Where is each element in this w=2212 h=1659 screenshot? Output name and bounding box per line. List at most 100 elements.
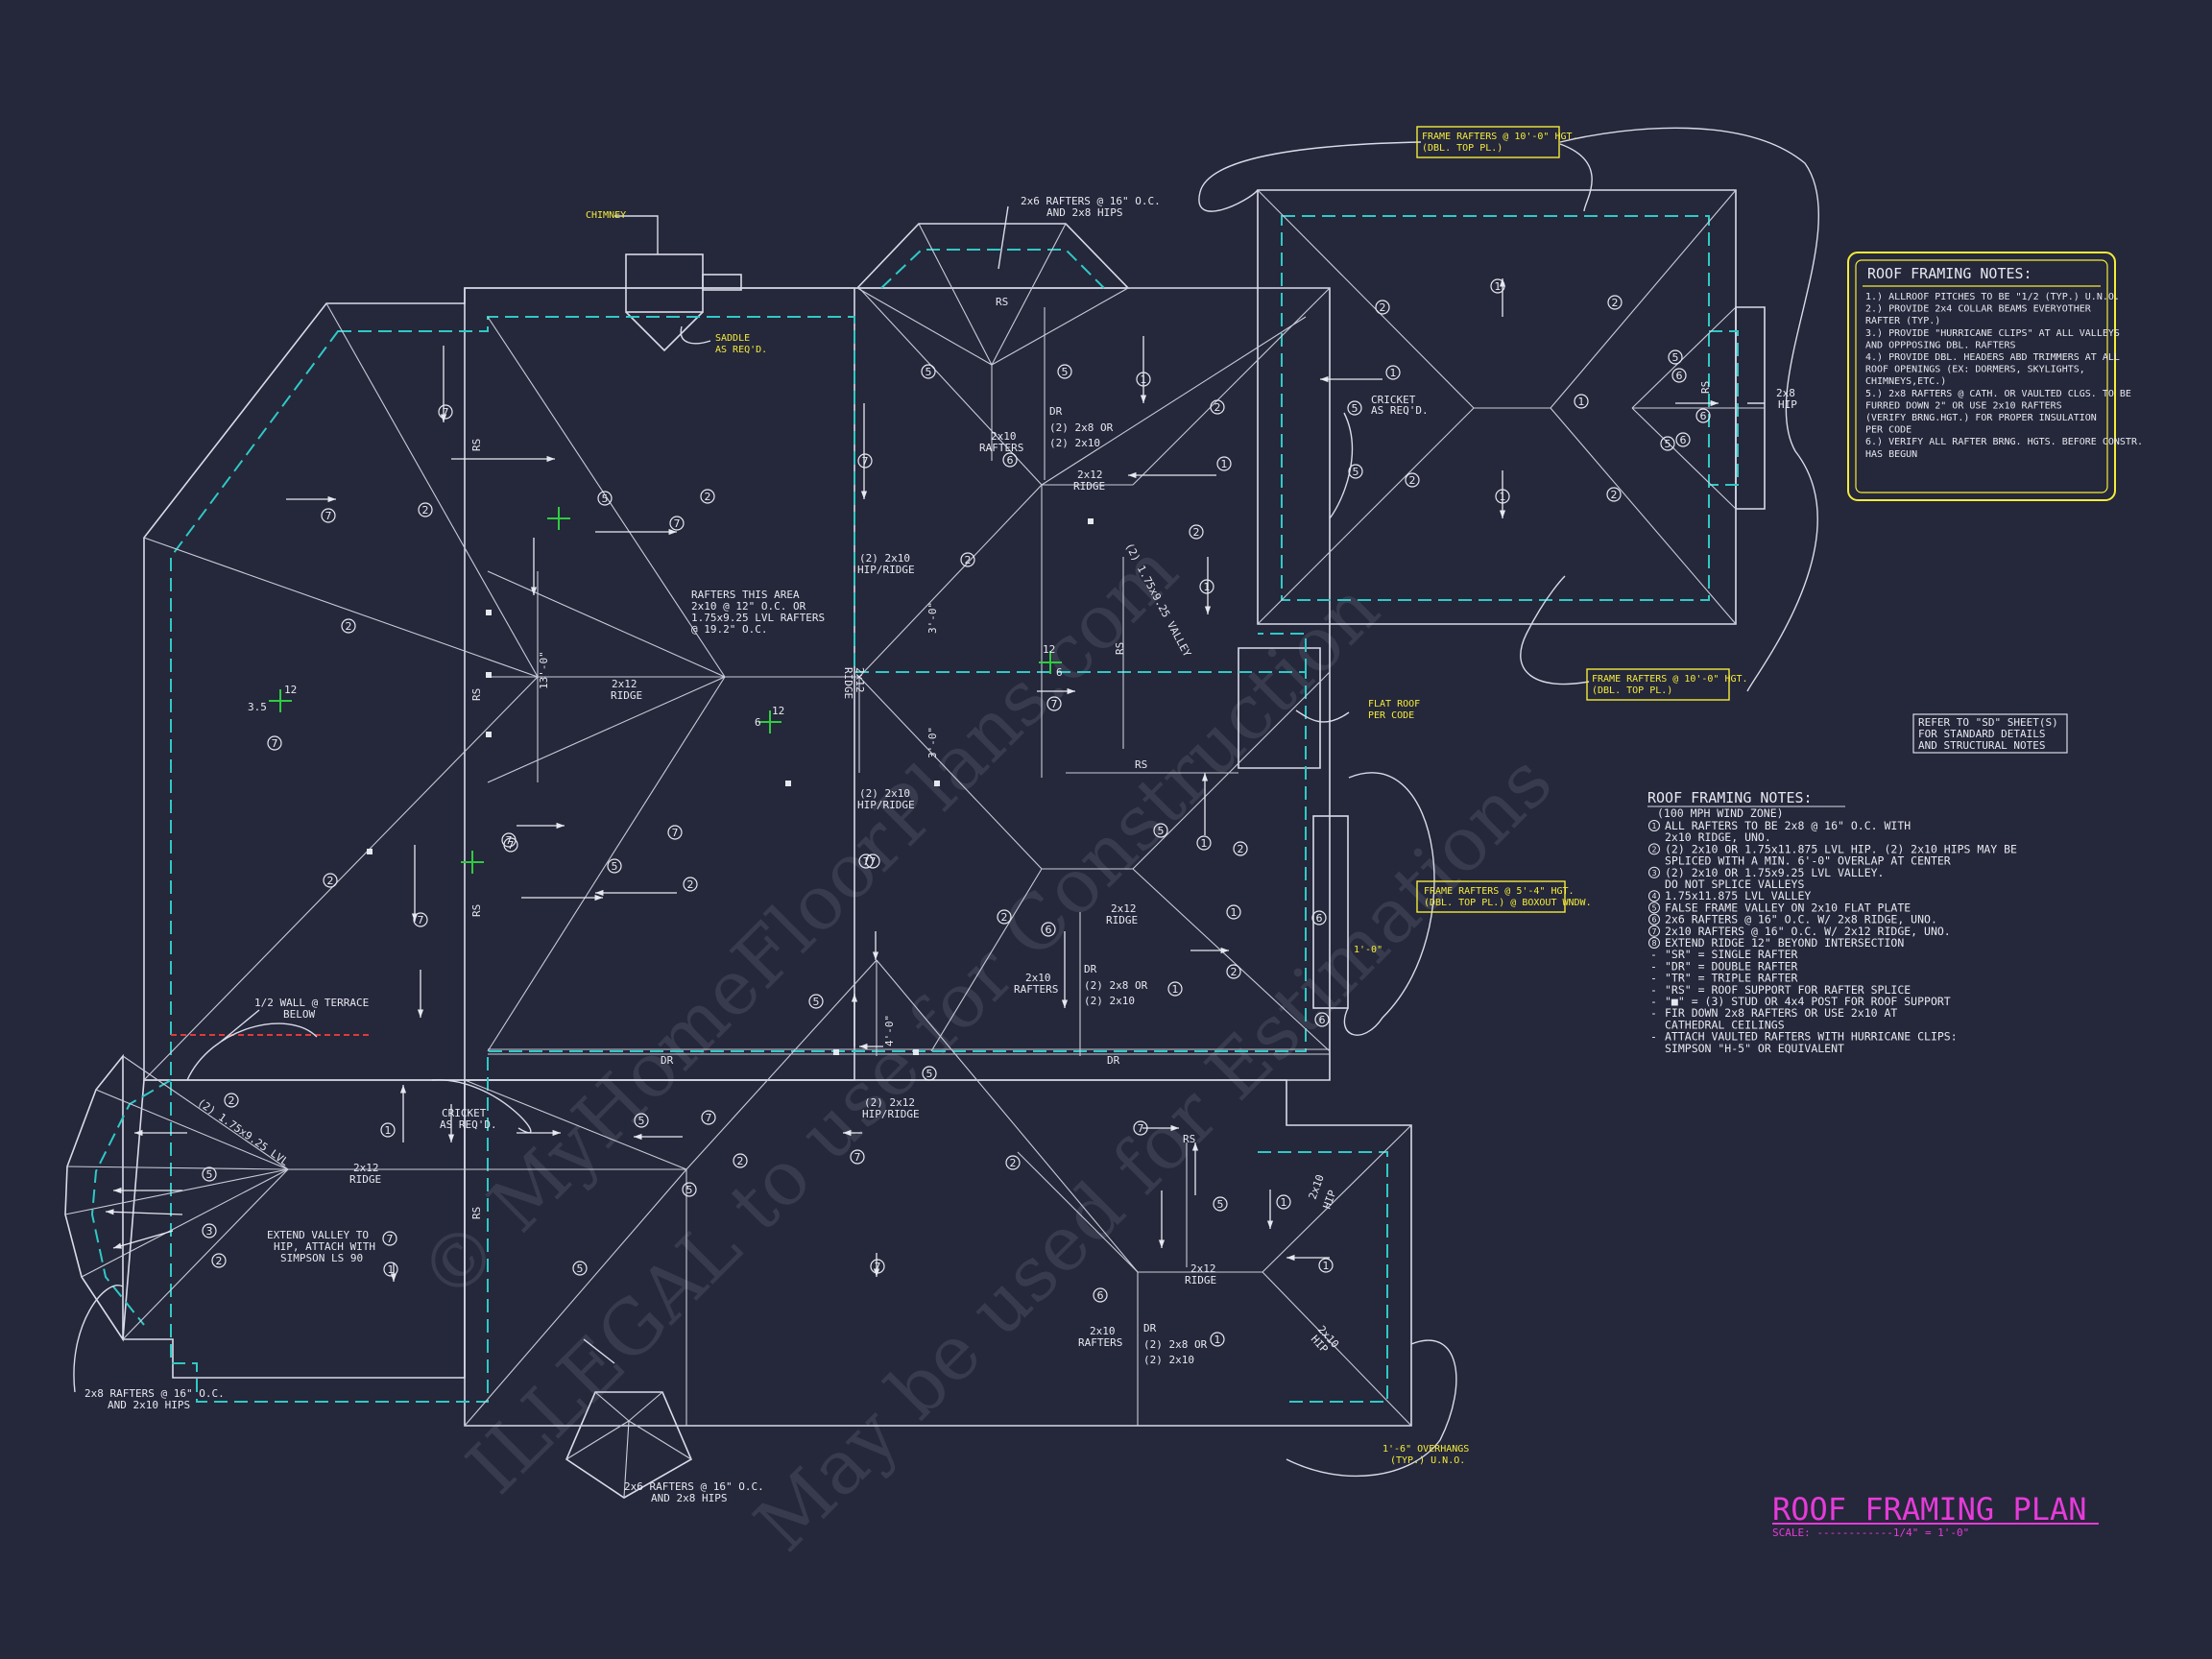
post-marker — [913, 1049, 919, 1055]
chimney-flue — [702, 274, 742, 291]
cloud-leader — [1559, 143, 1593, 212]
hip-line — [1262, 1124, 1412, 1273]
rafters-label: 2x10 — [1090, 1325, 1116, 1337]
direction-arrow — [112, 1230, 174, 1249]
rs-marker: RS — [1135, 758, 1147, 771]
hip-line — [143, 676, 539, 1081]
notes-box-item: PER CODE — [1865, 425, 1911, 436]
pitch-symbol: 6 12 — [755, 705, 784, 733]
note-marker: 2 — [1189, 524, 1204, 540]
turret-ray — [95, 1089, 289, 1170]
lvl-left-label: (2) 1.75x9.25 LVL — [195, 1096, 291, 1168]
frame-rafters-mid-label: (DBL. TOP PL.) — [1592, 685, 1672, 696]
note-marker: 1 — [1199, 579, 1214, 594]
svg-text:2: 2 — [346, 620, 352, 633]
rafters-area-label: 1.75x9.25 LVL RAFTERS — [691, 612, 825, 624]
svg-text:1: 1 — [1578, 396, 1585, 408]
svg-text:FIR DOWN 2x8 RAFTERS OR USE 2x: FIR DOWN 2x8 RAFTERS OR USE 2x10 AT — [1665, 1006, 1897, 1020]
dormer-hip — [991, 223, 1067, 366]
bottom-bay-outline — [565, 1391, 693, 1499]
flat-roof-wall-line — [1258, 633, 1307, 672]
extend-valley-label: EXTEND VALLEY TO — [267, 1229, 369, 1241]
refer-note: REFER TO "SD" SHEET(S) FOR STANDARD DETA… — [1912, 713, 2068, 754]
notes-box-item: 2.) PROVIDE 2x4 COLLAR BEAMS EVERYOTHER — [1865, 304, 2092, 315]
bay-hip — [1631, 407, 1737, 510]
legend-item: -"DR" = DOUBLE RAFTER — [1650, 959, 1798, 973]
svg-text:6: 6 — [1700, 410, 1707, 422]
ridge-label: RIDGE — [1106, 914, 1138, 926]
ridge-label: RIDGE — [611, 689, 642, 702]
legend-item: -"TR" = TRIPLE RAFTER — [1650, 972, 1798, 985]
svg-text:2x6 RAFTERS @ 16" O.C. W/ 2x8: 2x6 RAFTERS @ 16" O.C. W/ 2x8 RIDGE, UNO… — [1665, 913, 1937, 926]
rafters-top-leader — [998, 205, 1009, 270]
note-marker: 2 — [683, 877, 698, 892]
right-bay-outline — [1735, 306, 1766, 510]
overhangs-label: 1'-6" OVERHANGS — [1382, 1444, 1469, 1455]
svg-text:-: - — [1650, 983, 1657, 997]
hip-line — [143, 537, 539, 678]
svg-text:2: 2 — [216, 1255, 223, 1267]
direction-arrow — [411, 845, 419, 922]
svg-text:SPLICED WITH A MIN. 6'-0" OVER: SPLICED WITH A MIN. 6'-0" OVERLAP AT CEN… — [1665, 854, 1951, 868]
svg-text:6: 6 — [1680, 434, 1687, 446]
note-marker: 5 — [572, 1261, 588, 1276]
svg-text:1: 1 — [1214, 1334, 1221, 1346]
svg-text:7: 7 — [508, 839, 515, 852]
svg-text:8: 8 — [1651, 939, 1656, 948]
legend-item: -"RS" = ROOF SUPPORT FOR RAFTER SPLICE — [1650, 983, 1911, 997]
legend-item: 2(2) 2x10 OR 1.75x11.875 LVL HIP. (2) 2x… — [1648, 842, 2017, 855]
note-marker: 7 — [413, 912, 428, 927]
note-marker: 7 — [438, 404, 453, 420]
notes-box-item: ROOF OPENINGS (EX: DORMERS, SKYLIGHTS, — [1865, 365, 2085, 375]
hip-line — [487, 316, 726, 678]
svg-text:6: 6 — [1316, 912, 1323, 925]
direction-arrow — [860, 403, 868, 499]
svg-text:"TR" = TRIPLE RAFTER: "TR" = TRIPLE RAFTER — [1665, 972, 1798, 985]
turret-ray — [81, 1168, 289, 1278]
pitch-symbol — [547, 507, 570, 530]
cricket-right-label: AS REQ'D. — [1371, 404, 1429, 417]
svg-text:7: 7 — [1651, 927, 1656, 936]
direction-arrow — [417, 970, 424, 1018]
post-marker — [486, 610, 492, 615]
svg-text:-: - — [1650, 1006, 1657, 1020]
saddle-label: AS REQ'D. — [715, 345, 767, 355]
note-marker: 1 — [1210, 1332, 1225, 1347]
svg-text:7: 7 — [674, 517, 681, 530]
svg-text:7: 7 — [1051, 698, 1058, 710]
rafters-top-label: AND 2x8 HIPS — [1046, 206, 1122, 219]
svg-text:1: 1 — [1172, 983, 1179, 996]
pitch-symbol — [461, 851, 484, 874]
hip-line — [1132, 671, 1331, 870]
cricket-leader — [1329, 412, 1354, 519]
ridge-label: 2x12 — [353, 1162, 379, 1174]
svg-text:5: 5 — [577, 1262, 584, 1275]
note-marker: 1 — [1226, 904, 1241, 920]
svg-text:2: 2 — [1651, 845, 1656, 854]
notes-box-title: ROOF FRAMING NOTES: — [1867, 265, 2032, 282]
cloud-leader — [583, 1338, 615, 1364]
note-marker: 5 — [1668, 349, 1683, 365]
direction-arrow — [1061, 931, 1069, 1008]
dr-label: (2) 2x10 — [1084, 995, 1135, 1007]
rafters-bottom-label: 2x6 RAFTERS @ 16" O.C. — [624, 1480, 764, 1493]
svg-text:7: 7 — [854, 1151, 861, 1164]
frame-rafters-top-box — [1416, 126, 1560, 158]
note-marker: 7 — [321, 508, 336, 523]
hip-label: HIP — [1321, 1189, 1339, 1211]
note-marker: 7 — [857, 453, 873, 469]
post-marker — [486, 732, 492, 737]
saddle-leader — [680, 325, 711, 345]
svg-text:7: 7 — [862, 455, 869, 468]
rafters-label: RAFTERS — [1014, 983, 1058, 996]
direction-arrow — [595, 528, 677, 536]
svg-text:7: 7 — [870, 855, 877, 868]
hip-label: HIP — [1778, 398, 1797, 411]
direction-arrow — [517, 822, 565, 830]
svg-text:-: - — [1650, 995, 1657, 1008]
